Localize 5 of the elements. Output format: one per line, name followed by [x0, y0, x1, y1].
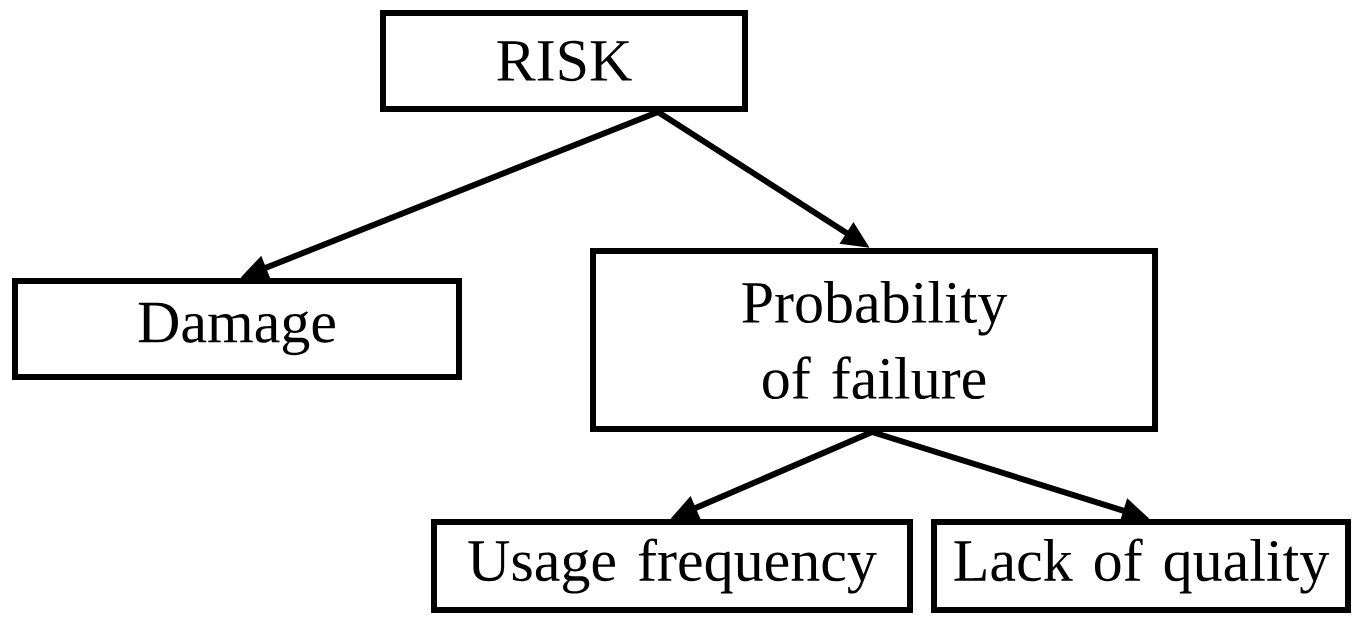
box: Probability of failure — [590, 248, 1158, 432]
box: Damage — [12, 278, 462, 380]
box: Usage frequency — [431, 519, 913, 613]
box: RISK — [380, 10, 748, 112]
box: Lack of quality — [931, 519, 1351, 613]
